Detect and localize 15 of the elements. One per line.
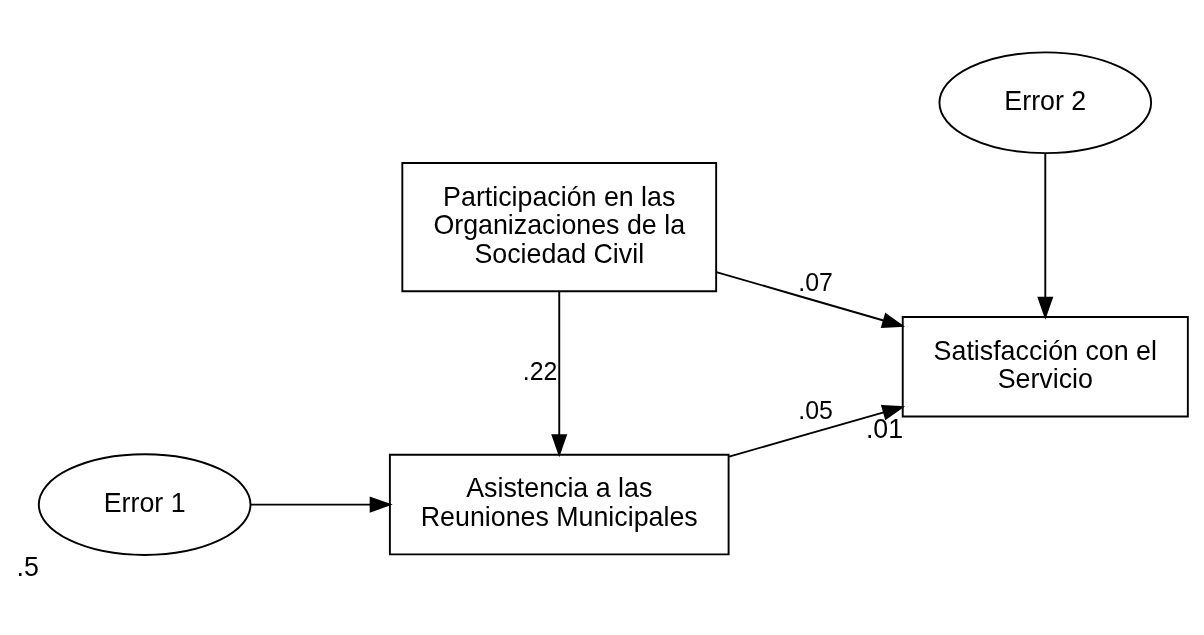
arrow: [728, 404, 906, 458]
edge-label: .05: [798, 395, 833, 424]
node-box: Asistencia a las Reuniones Municipales: [388, 453, 730, 555]
edge-label: .22: [522, 356, 558, 385]
node-ellipse: Error 2: [938, 50, 1153, 154]
arrow: [249, 496, 393, 513]
arrow: [551, 290, 568, 457]
node-label: .5: [16, 551, 39, 582]
node-label: .01: [865, 413, 904, 444]
node-box: Participación en las Organizaciones de la Sociedad Civil: [401, 161, 718, 292]
edge-label: .07: [798, 267, 833, 296]
arrow: [715, 270, 906, 328]
node-ellipse: Error 1: [37, 452, 252, 556]
arrow: [1037, 151, 1054, 320]
node-box: Satisfacción con el Servicio: [901, 315, 1189, 417]
